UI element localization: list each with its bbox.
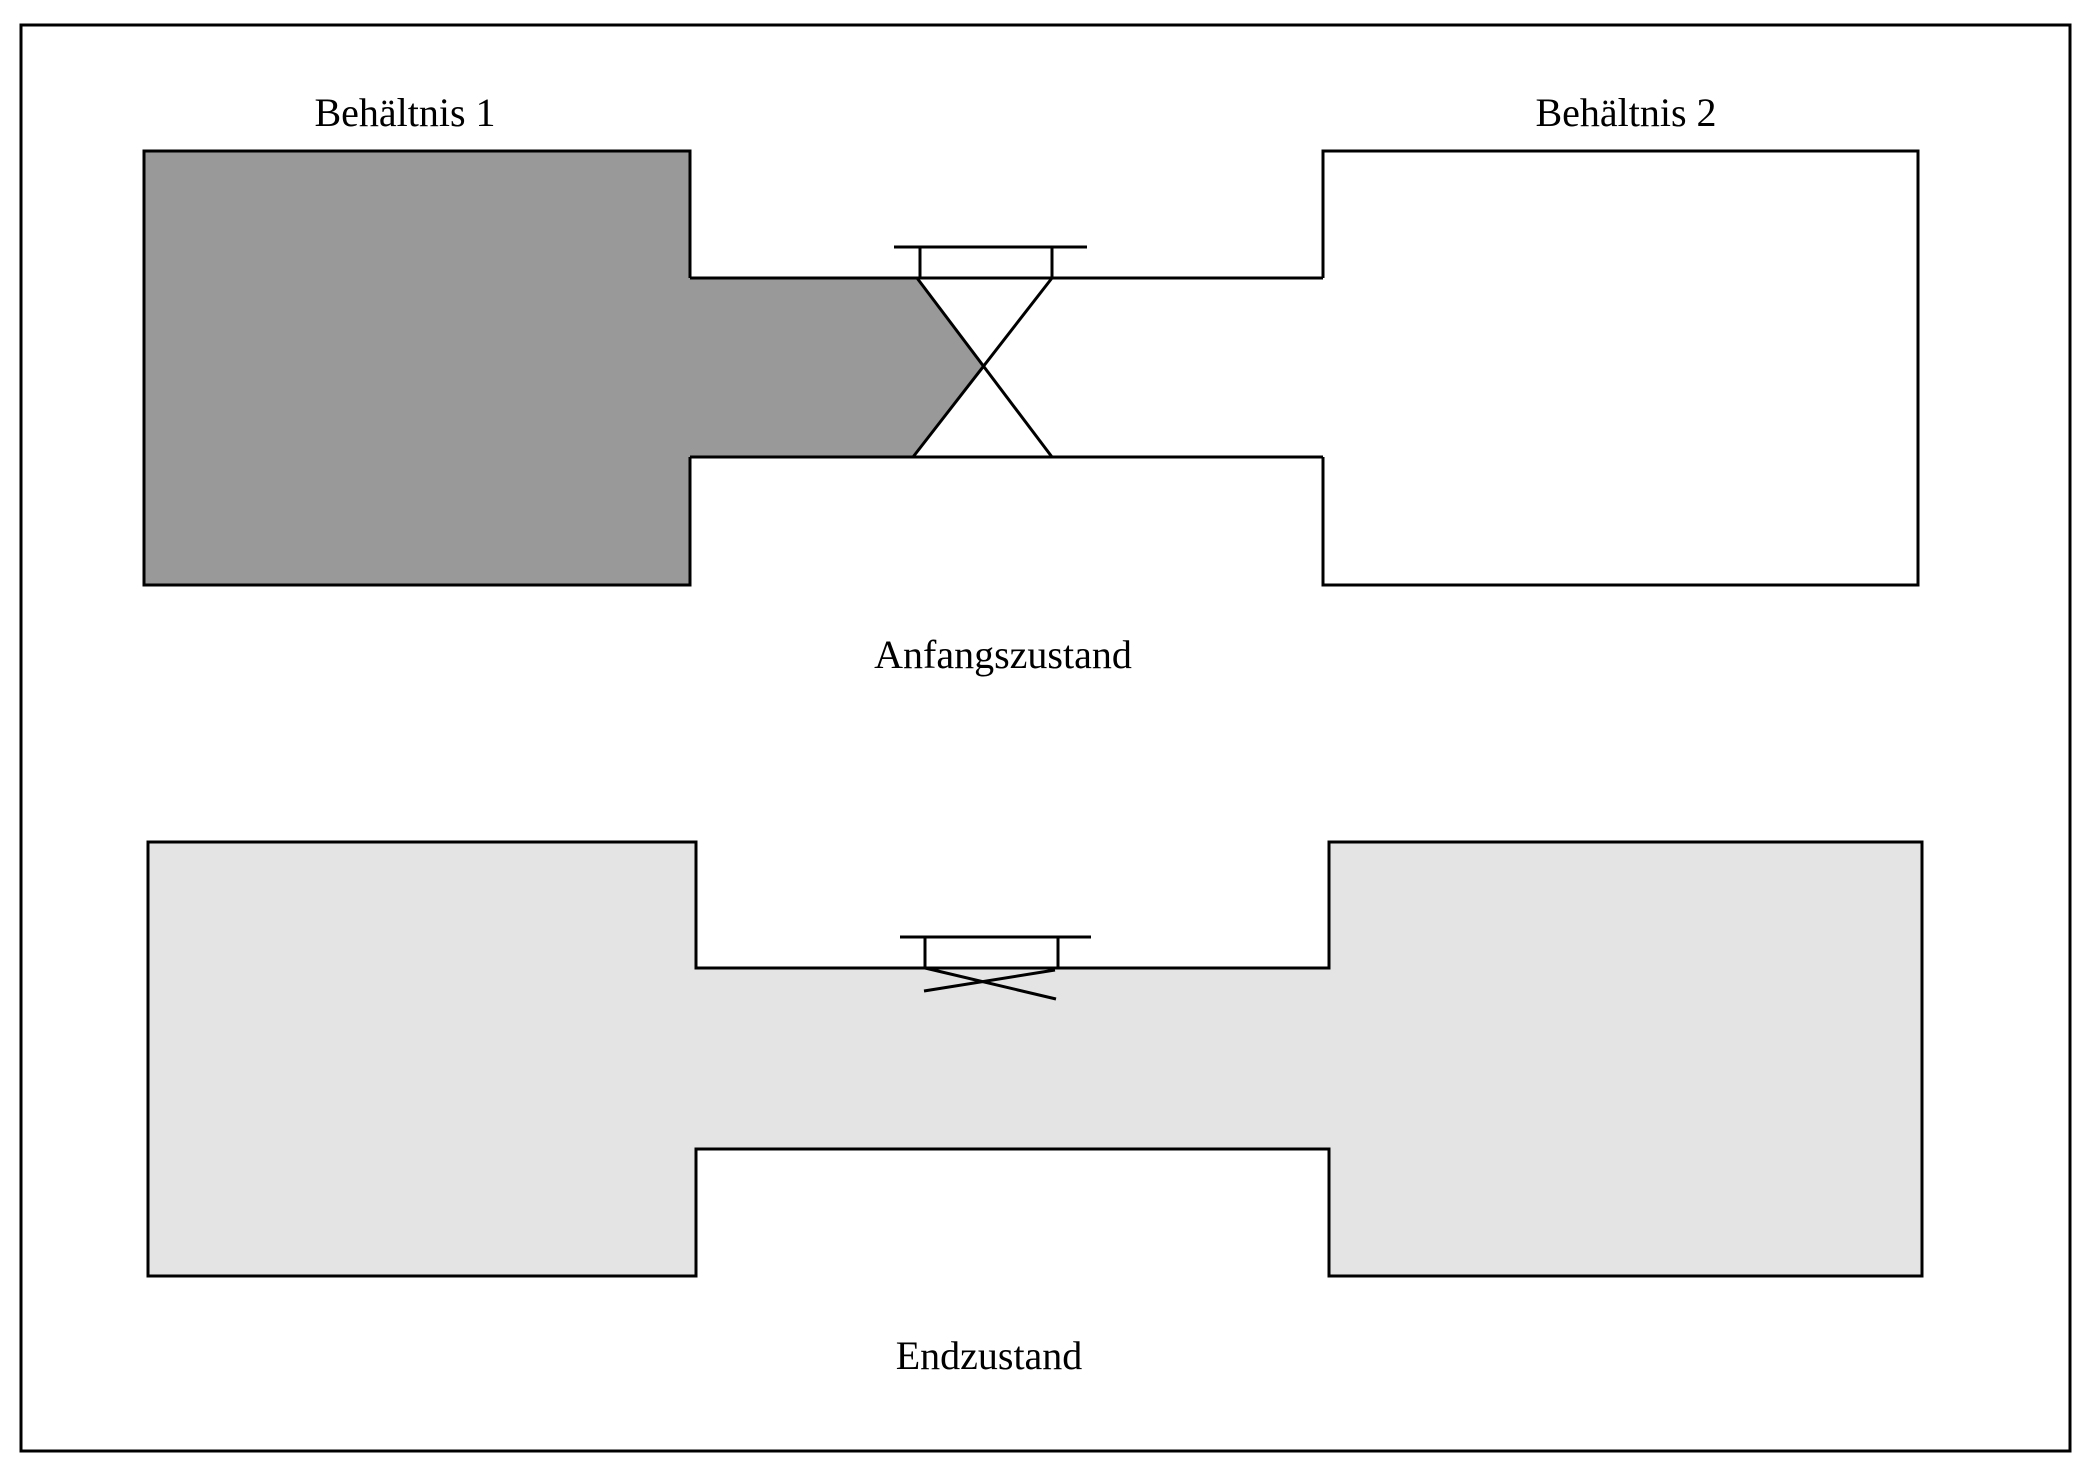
container-2-label: Behältnis 2 bbox=[1535, 90, 1716, 135]
valve-blade-2 bbox=[911, 277, 1054, 458]
figure-frame bbox=[19, 23, 2072, 1453]
final-gas-region bbox=[146, 840, 1924, 1278]
initial-state: Behältnis 1 Behältnis 2 Anfangszustand bbox=[142, 90, 1920, 677]
valve-blade-2 bbox=[923, 968, 1056, 993]
valve-closed bbox=[894, 245, 1087, 458]
container-1-label: Behältnis 1 bbox=[314, 90, 495, 135]
initial-gas-region bbox=[144, 151, 985, 585]
final-state: Endzustand bbox=[146, 840, 1924, 1378]
final-state-caption: Endzustand bbox=[896, 1333, 1083, 1378]
valve-blade-1 bbox=[924, 966, 1057, 1001]
initial-state-caption: Anfangszustand bbox=[874, 632, 1132, 677]
valve-open bbox=[900, 935, 1091, 1001]
valve-blade-1 bbox=[915, 277, 1054, 458]
container-2-outline bbox=[1321, 149, 1920, 587]
container-1-outline bbox=[142, 149, 692, 587]
